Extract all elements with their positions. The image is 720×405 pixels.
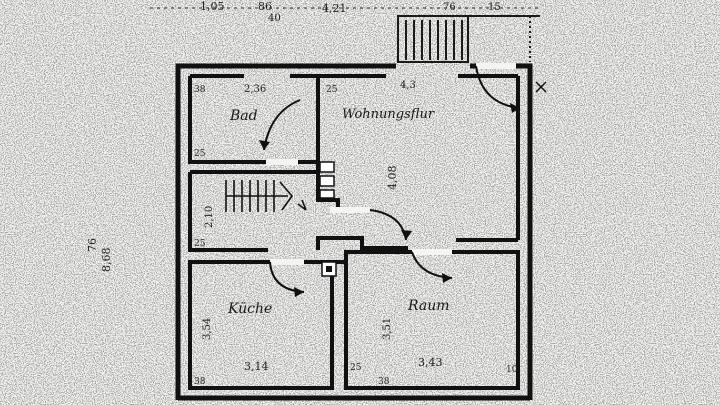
dim-top-a: 1,05	[200, 0, 225, 13]
room-bottom-dim: 38	[378, 377, 390, 387]
left-dim-d: 38	[194, 377, 206, 387]
room-width: 3,43	[418, 356, 443, 369]
dim-top-e: 76	[443, 2, 456, 13]
room-name-hall: Wohnungsflur	[342, 107, 435, 122]
right-marker	[535, 81, 547, 93]
room-name-kitchen: Küche	[227, 301, 272, 317]
hall-depth: 4,08	[386, 166, 399, 191]
kitchen-depth: 3,54	[202, 318, 213, 340]
interior-stair	[225, 180, 307, 212]
kitchen-width: 3,14	[244, 360, 269, 373]
left-dim-c: 25	[194, 239, 206, 249]
hall-wall-dim: 25	[326, 85, 338, 95]
bath-width: 2,36	[244, 84, 266, 95]
room-depth: 3,51	[382, 318, 393, 340]
dim-top-d: 4,21	[322, 2, 347, 15]
dim-top-f: 15	[488, 2, 501, 13]
stairs-dim: 2,10	[204, 206, 215, 228]
right-corner-dim: 10	[506, 365, 518, 375]
room-wall-dim: 25	[350, 363, 362, 373]
overall-depth: 8,68	[100, 248, 113, 273]
dim-top-b: 86	[258, 0, 272, 13]
balcony-stair	[397, 15, 540, 63]
door-gaps	[266, 63, 516, 265]
overall-top: 76	[86, 238, 99, 252]
door-arrows	[259, 103, 520, 297]
room-name-bath: Bad	[229, 108, 258, 124]
room-name-room: Raum	[407, 298, 450, 314]
left-dim-b: 25	[194, 149, 206, 159]
hall-width: 4,3	[400, 80, 416, 91]
dim-top-c: 40	[268, 13, 281, 24]
left-dim-a: 38	[194, 85, 206, 95]
shaft-fill	[326, 266, 332, 272]
